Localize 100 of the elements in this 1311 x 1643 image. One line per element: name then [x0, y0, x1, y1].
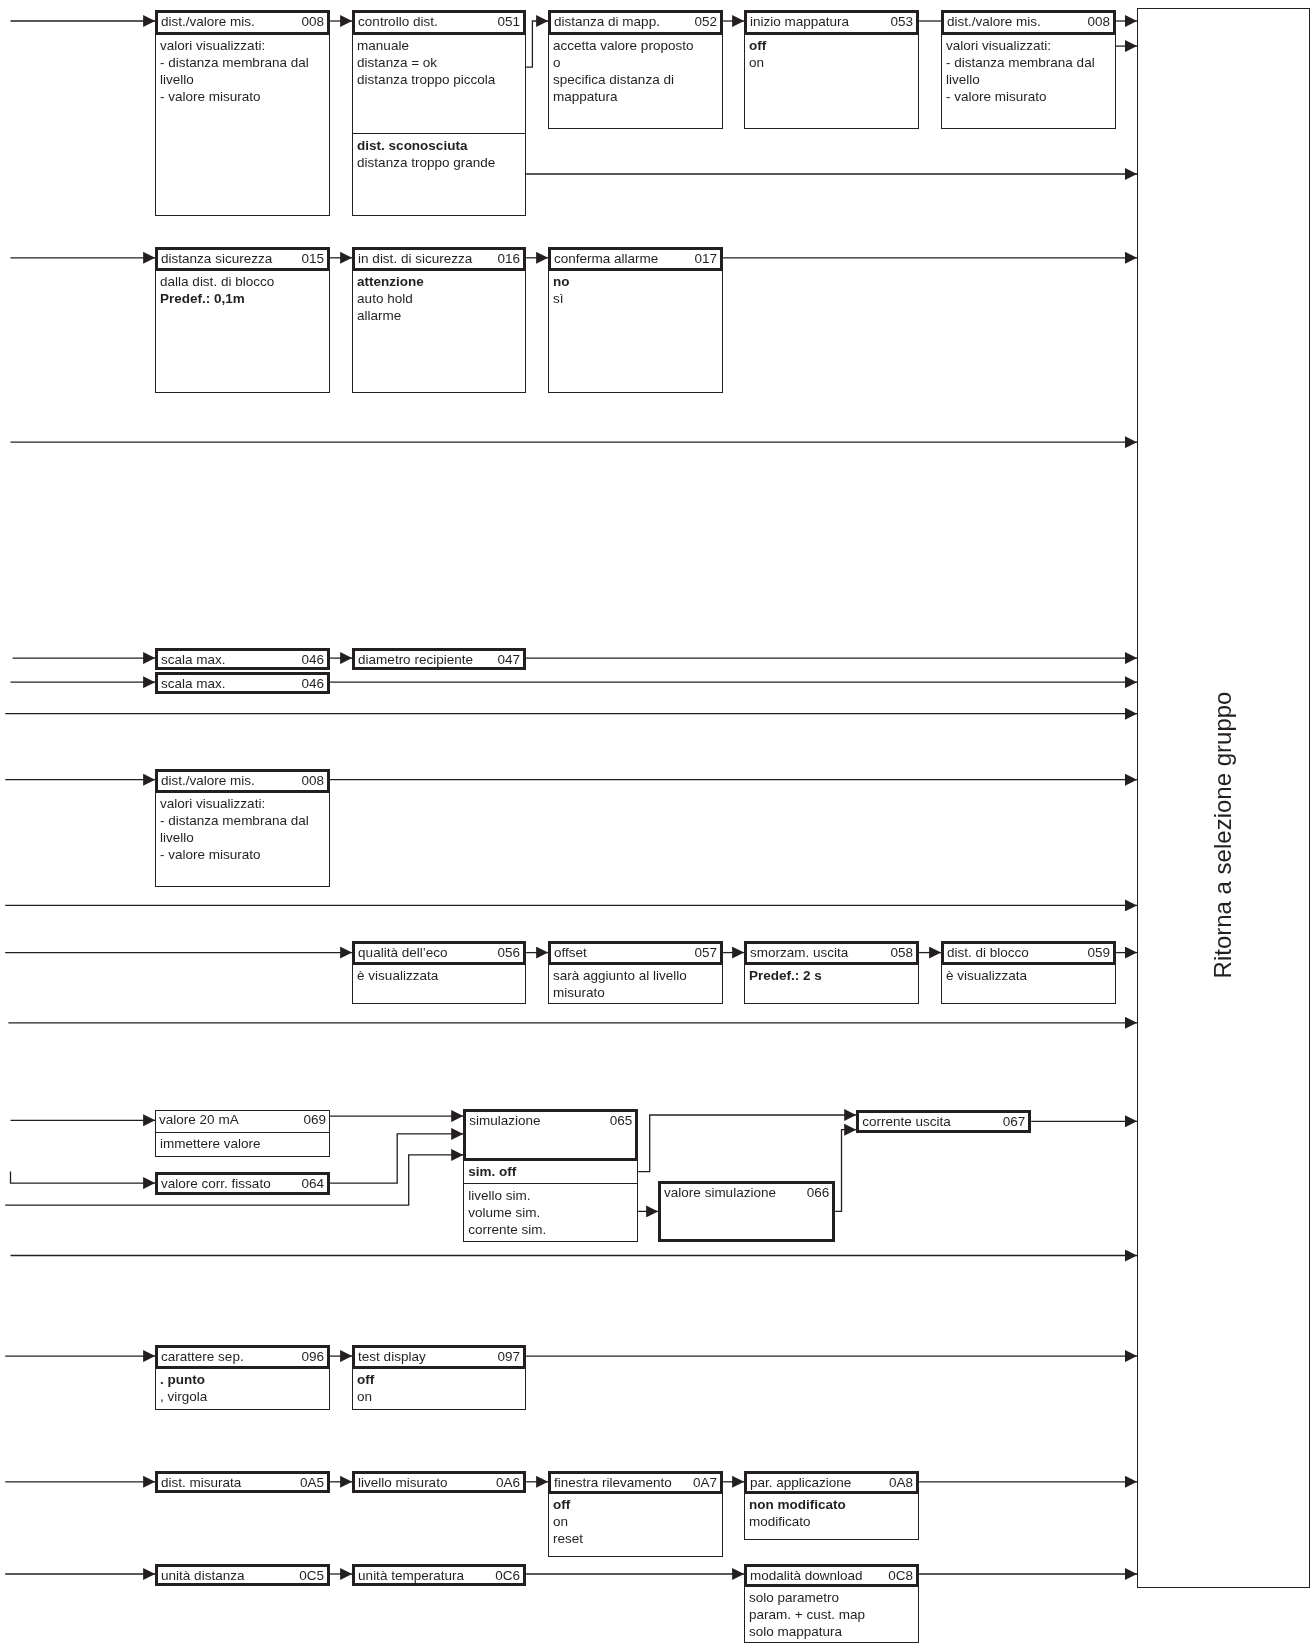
arrow [525, 1568, 745, 1580]
arrow [329, 251, 353, 264]
parameter-code: 059 [1087, 944, 1111, 962]
arrow [329, 1350, 353, 1363]
parameter-code: 016 [497, 250, 521, 268]
option-text: - distanza membrana dal livello [160, 812, 310, 847]
parameter-code: 065 [609, 1111, 633, 1129]
option-text: - distanza membrana dal livello [160, 53, 310, 88]
parameter-code: 056 [497, 944, 521, 962]
arrow [722, 251, 1138, 264]
parameter-name: dist./valore mis. [947, 13, 1041, 31]
option-text: specifica distanza di mappatura [553, 70, 675, 105]
option-text: sarà aggiunto al livello misurato [553, 967, 688, 1002]
parameter-name: dist. misurata [161, 1474, 242, 1492]
option-text: dalla dist. di blocco [160, 273, 276, 291]
parameter-code: 052 [694, 13, 718, 31]
parameter-code: 0A7 [693, 1474, 718, 1492]
arrow [9, 676, 156, 689]
option-text: - valore misurato [160, 87, 262, 105]
option-text: off [749, 36, 768, 54]
arrow [329, 773, 1138, 786]
parameter-code: 047 [497, 650, 521, 668]
arrow [4, 1568, 156, 1580]
arrow [722, 946, 745, 959]
arrow [329, 676, 1138, 689]
parameter-code: 008 [1087, 13, 1111, 31]
arrow [1115, 15, 1138, 27]
arrow [525, 1350, 1138, 1363]
parameter-code: 053 [890, 13, 914, 31]
parameter-box [155, 671, 331, 694]
option-text: off [553, 1496, 572, 1514]
parameter-code: 067 [1002, 1112, 1026, 1130]
option-text: è visualizzata [946, 967, 1029, 985]
parameter-name: inizio mappatura [750, 13, 850, 31]
parameter-box [155, 247, 331, 393]
parameter-name: diametro recipiente [358, 650, 473, 668]
option-text: allarme [357, 307, 403, 325]
arrow [9, 436, 1138, 449]
parameter-name: scala max. [161, 650, 226, 668]
arrow [834, 1123, 857, 1213]
return-box [1137, 8, 1310, 1588]
option-text: valori visualizzati: [160, 36, 267, 54]
arrow [525, 251, 549, 264]
arrow [4, 1475, 156, 1488]
arrow [637, 1205, 659, 1218]
option-text: valori visualizzati: [946, 36, 1053, 54]
parameter-name: scala max. [161, 674, 226, 692]
option-text: - valore misurato [946, 87, 1048, 105]
arrow [329, 1127, 464, 1184]
parameter-box [155, 1471, 331, 1494]
parameter-name: unità temperatura [358, 1566, 464, 1584]
parameter-box [352, 1563, 527, 1586]
option-text: sì [553, 290, 565, 308]
option-text: solo mappatura [749, 1622, 844, 1640]
parameter-name: controllo dist. [358, 13, 438, 31]
option-text: off [357, 1370, 376, 1388]
parameter-box [352, 10, 527, 216]
arrow [329, 15, 353, 27]
parameter-box [155, 1171, 331, 1195]
option-text: no [553, 273, 571, 291]
option-text: valori visualizzati: [160, 795, 267, 813]
parameter-box [941, 10, 1117, 129]
parameter-name: offset [554, 944, 587, 962]
parameter-box [548, 10, 724, 129]
parameter-code: 008 [301, 13, 325, 31]
parameter-code: 0C8 [888, 1566, 914, 1584]
arrow [918, 946, 942, 959]
option-text: on [553, 1513, 570, 1531]
arrow [329, 652, 353, 665]
option-text: . punto [160, 1370, 207, 1388]
arrow [329, 1475, 353, 1488]
arrow [918, 1568, 1138, 1580]
arrow [525, 168, 1138, 180]
arrow [329, 1568, 353, 1580]
option-text: sim. off [468, 1163, 518, 1181]
parameter-box [744, 1563, 920, 1643]
parameter-box [352, 647, 527, 670]
option-text: distanza troppo piccola [357, 70, 497, 88]
parameter-code: 058 [890, 944, 914, 962]
parameter-code: 069 [303, 1110, 327, 1128]
arrow [4, 773, 156, 786]
parameter-name: distanza sicurezza [161, 250, 273, 268]
option-text: distanza troppo grande [357, 154, 497, 172]
parameter-name: dist./valore mis. [161, 772, 255, 790]
parameter-code: 051 [497, 13, 521, 31]
option-text: param. + cust. map [749, 1605, 866, 1623]
parameter-box [463, 1108, 639, 1242]
parameter-code: 0C5 [299, 1566, 325, 1584]
parameter-code: 066 [806, 1184, 830, 1202]
arrow [9, 15, 156, 27]
arrow [9, 1249, 1138, 1262]
arrow [1115, 40, 1138, 53]
option-text: o [553, 53, 562, 71]
option-text: reset [553, 1530, 585, 1548]
parameter-name: qualità dell’eco [358, 944, 448, 962]
parameter-name: dist./valore mis. [161, 13, 255, 31]
option-text: on [357, 1387, 374, 1405]
parameter-code: 017 [694, 250, 718, 268]
option-text: Predef.: 0,1m [160, 290, 246, 308]
parameter-name: dist. di blocco [947, 944, 1029, 962]
